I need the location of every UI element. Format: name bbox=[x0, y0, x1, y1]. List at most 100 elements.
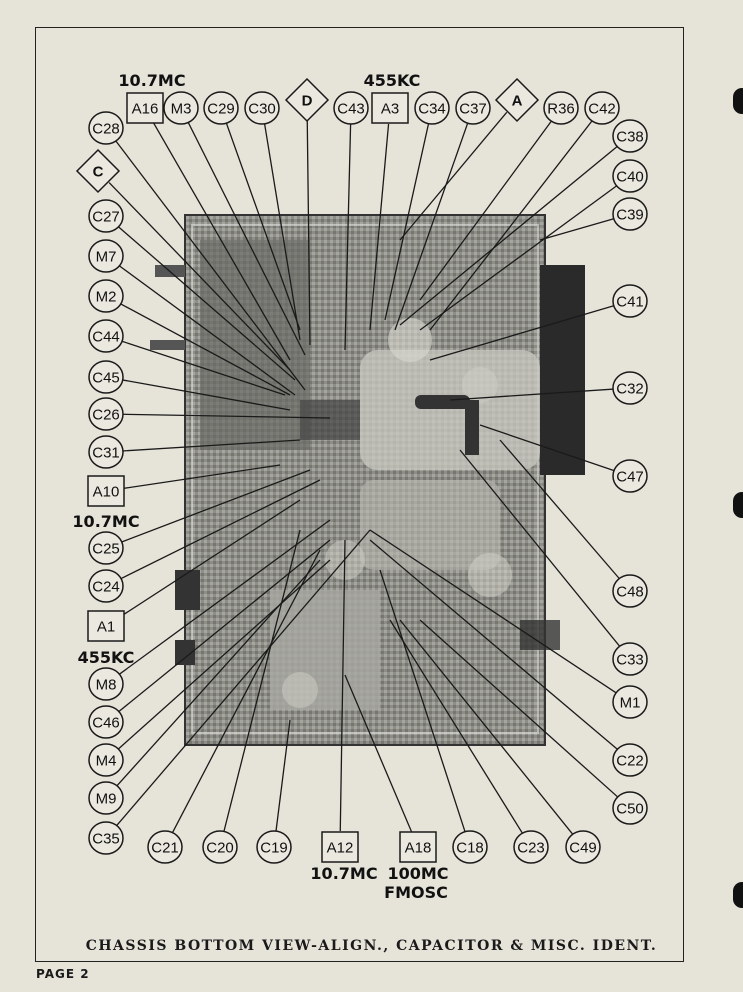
chassis-photo bbox=[150, 214, 585, 746]
leader-line bbox=[117, 559, 331, 750]
callout-text: C22 bbox=[616, 753, 644, 770]
callout-c49: C49 bbox=[565, 830, 601, 864]
callout-text: C50 bbox=[616, 801, 644, 818]
leader-line bbox=[344, 674, 413, 833]
callout-m3: M3 bbox=[163, 91, 199, 125]
callout-a10: A10 bbox=[87, 475, 125, 507]
callout-m4: M4 bbox=[88, 743, 124, 777]
leader-line bbox=[539, 217, 615, 241]
leader-line bbox=[429, 120, 593, 331]
callout-c23: C23 bbox=[513, 830, 549, 864]
callout-text: C48 bbox=[616, 584, 644, 601]
callout-c33: C33 bbox=[612, 642, 648, 676]
callout-text: C30 bbox=[248, 101, 276, 118]
callout-c28: C28 bbox=[88, 111, 124, 145]
leader-line bbox=[449, 388, 615, 401]
leader-line bbox=[369, 539, 619, 751]
callout-text: C19 bbox=[260, 840, 288, 857]
leader-line bbox=[223, 529, 301, 832]
leader-line bbox=[120, 340, 286, 396]
callout-text: C28 bbox=[92, 121, 120, 138]
leader-line bbox=[121, 464, 281, 490]
callout-text: C25 bbox=[92, 541, 120, 558]
leader-line bbox=[459, 449, 621, 647]
callout-c37: C37 bbox=[455, 91, 491, 125]
callout-text: C39 bbox=[616, 207, 644, 224]
leader-line bbox=[225, 122, 301, 331]
leader-line bbox=[121, 439, 301, 452]
callout-c29: C29 bbox=[203, 91, 239, 125]
leader-line bbox=[171, 549, 321, 834]
callout-a1: A1 bbox=[87, 610, 125, 642]
callout-text: A10 bbox=[93, 484, 120, 501]
leader-line bbox=[121, 413, 331, 419]
callout-text: C47 bbox=[616, 469, 644, 486]
callout-text: C24 bbox=[92, 579, 120, 596]
callout-m2: M2 bbox=[88, 279, 124, 313]
callout-text: M4 bbox=[96, 753, 117, 770]
callout-text: A16 bbox=[132, 101, 159, 118]
freq-label-a12: 10.7MC bbox=[310, 864, 377, 883]
callout-text: A12 bbox=[327, 840, 354, 857]
callout-m7: M7 bbox=[88, 239, 124, 273]
callout-a18: A18 bbox=[399, 831, 437, 863]
callout-text: C18 bbox=[456, 840, 484, 857]
callout-c42: C42 bbox=[584, 91, 620, 125]
callout-text: C31 bbox=[92, 445, 120, 462]
callout-text: M8 bbox=[96, 677, 117, 694]
leader-line bbox=[499, 439, 621, 580]
callout-c46: C46 bbox=[88, 705, 124, 739]
leader-line bbox=[419, 120, 553, 301]
leader-line bbox=[419, 184, 618, 331]
leader-line bbox=[399, 145, 619, 326]
callout-r36: R36 bbox=[543, 91, 579, 125]
callout-c48: C48 bbox=[612, 574, 648, 608]
freq-label-a18-2: FMOSC bbox=[384, 883, 448, 902]
freq-label-a18-1: 100MC bbox=[387, 864, 448, 883]
leader-line bbox=[419, 619, 619, 798]
leader-line bbox=[263, 123, 301, 341]
leader-lines bbox=[108, 111, 621, 835]
callout-text: M9 bbox=[96, 791, 117, 808]
callout-text: R36 bbox=[547, 101, 575, 118]
diagram-caption: CHASSIS BOTTOM VIEW-ALIGN., CAPACITOR & … bbox=[85, 938, 658, 954]
binder-hole bbox=[733, 88, 743, 114]
leader-line bbox=[369, 123, 390, 331]
leader-line bbox=[344, 123, 352, 351]
callout-d: D bbox=[284, 77, 330, 123]
leader-line bbox=[118, 519, 331, 676]
callout-text: C27 bbox=[92, 209, 120, 226]
leader-line bbox=[121, 379, 291, 411]
freq-label-top-left: 10.7MC bbox=[118, 71, 185, 90]
leader-line bbox=[118, 539, 331, 713]
leader-line bbox=[275, 719, 291, 832]
callout-c43: C43 bbox=[333, 91, 369, 125]
callout-c24: C24 bbox=[88, 569, 124, 603]
callout-c35: C35 bbox=[88, 821, 124, 855]
callout-text: M7 bbox=[96, 249, 117, 266]
callout-c44: C44 bbox=[88, 319, 124, 353]
leader-line bbox=[369, 529, 618, 694]
leader-line bbox=[429, 304, 615, 361]
leader-line bbox=[379, 569, 466, 832]
leader-line bbox=[120, 479, 321, 580]
callout-text: C41 bbox=[616, 294, 644, 311]
callout-text: C20 bbox=[206, 840, 234, 857]
leader-line bbox=[108, 182, 291, 371]
leader-line bbox=[119, 499, 301, 618]
callout-text: A1 bbox=[97, 619, 115, 636]
callout-c25: C25 bbox=[88, 531, 124, 565]
callout-text: A18 bbox=[405, 840, 432, 857]
leader-line bbox=[394, 122, 469, 331]
leader-line bbox=[115, 529, 371, 827]
leader-line bbox=[116, 559, 321, 787]
callout-text: C43 bbox=[337, 101, 365, 118]
callout-m9: M9 bbox=[88, 781, 124, 815]
callout-text: C42 bbox=[588, 101, 616, 118]
callout-text: M2 bbox=[96, 289, 117, 306]
callout-c27: C27 bbox=[88, 199, 124, 233]
callout-c: C bbox=[75, 148, 121, 194]
leader-line bbox=[399, 619, 574, 835]
